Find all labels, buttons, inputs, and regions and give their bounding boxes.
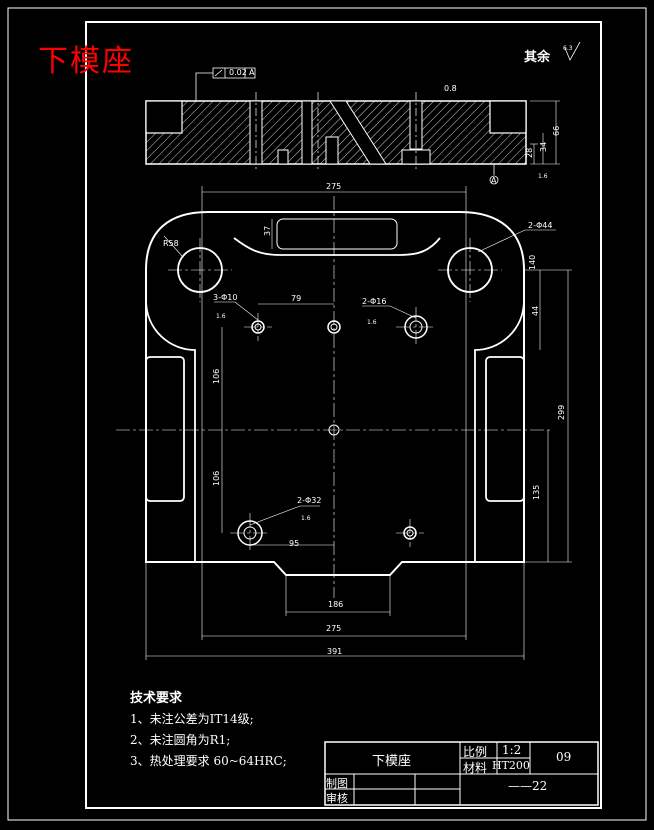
dim-flatness: 0.02 xyxy=(229,68,247,77)
tb-check-label: 审核 xyxy=(326,792,348,805)
dim-37: 37 xyxy=(263,226,272,236)
dim-28: 28 xyxy=(525,148,534,158)
dim-hole-16: 2-Φ16 xyxy=(362,297,386,306)
roughness-symbol-icon: 6.3 xyxy=(563,41,581,61)
roughness-note: 其余 xyxy=(524,50,551,65)
dim-275-bottom: 275 xyxy=(326,624,341,633)
section-view xyxy=(145,67,560,185)
tb-scale-value: 1:2 xyxy=(502,743,522,757)
dim-135: 135 xyxy=(532,485,541,500)
tech-item-1: 1、未注公差为IT14级; xyxy=(130,712,254,726)
tb-scale-label: 比例 xyxy=(463,745,488,759)
dim-106-a: 106 xyxy=(212,369,221,384)
dim-79: 79 xyxy=(291,294,301,303)
dim-106-b: 106 xyxy=(212,471,221,486)
dim-66: 66 xyxy=(552,126,561,136)
outer-frame xyxy=(7,7,647,821)
dim-299: 299 xyxy=(557,405,566,420)
dim-186: 186 xyxy=(328,600,343,609)
drawing-title: 下模座 xyxy=(38,44,134,79)
tech-item-2: 2、未注圆角为R1; xyxy=(130,733,231,747)
dim-hole-44: 2-Φ44 xyxy=(528,221,552,230)
tb-material-value: HT200 xyxy=(492,759,530,772)
svg-text:6.3: 6.3 xyxy=(563,45,573,52)
roughness-c: 1.6 xyxy=(301,515,311,522)
tech-item-3: 3、热处理要求 60~64HRC; xyxy=(130,754,287,768)
datum-a: A xyxy=(491,176,497,185)
tb-draw-label: 制图 xyxy=(326,777,348,790)
dim-140: 140 xyxy=(528,255,537,270)
tb-part-name: 下模座 xyxy=(372,754,412,769)
title-block xyxy=(324,741,599,806)
tech-heading: 技术要求 xyxy=(130,691,183,706)
tb-drawing-no: 09 xyxy=(556,750,572,764)
roughness-a: 1.6 xyxy=(216,313,226,320)
tb-material-label: 材料 xyxy=(463,761,488,775)
dim-hole-10: 3-Φ10 xyxy=(213,293,237,302)
tb-sheet: ——22 xyxy=(508,779,548,793)
dim-391: 391 xyxy=(327,647,342,656)
roughness-b: 1.6 xyxy=(367,319,377,326)
roughness-d: 1.6 xyxy=(538,173,548,180)
dim-275-top: 275 xyxy=(326,182,341,191)
dimension-labels: 0.02 A 0.8 66 34 28 A 275 R58 37 2-Φ44 1… xyxy=(163,68,566,656)
dim-44: 44 xyxy=(531,306,540,316)
dim-34: 34 xyxy=(539,142,548,152)
dim-hole-32: 2-Φ32 xyxy=(297,496,321,505)
inner-frame xyxy=(85,21,602,809)
dim-95: 95 xyxy=(289,539,299,548)
dim-top-roughness: 0.8 xyxy=(444,84,457,93)
technical-requirements: 技术要求 1、未注公差为IT14级; 2、未注圆角为R1; 3、热处理要求 60… xyxy=(130,688,287,772)
dim-r58: R58 xyxy=(163,239,179,248)
plan-view xyxy=(116,186,572,660)
dim-datum: A xyxy=(249,68,255,77)
